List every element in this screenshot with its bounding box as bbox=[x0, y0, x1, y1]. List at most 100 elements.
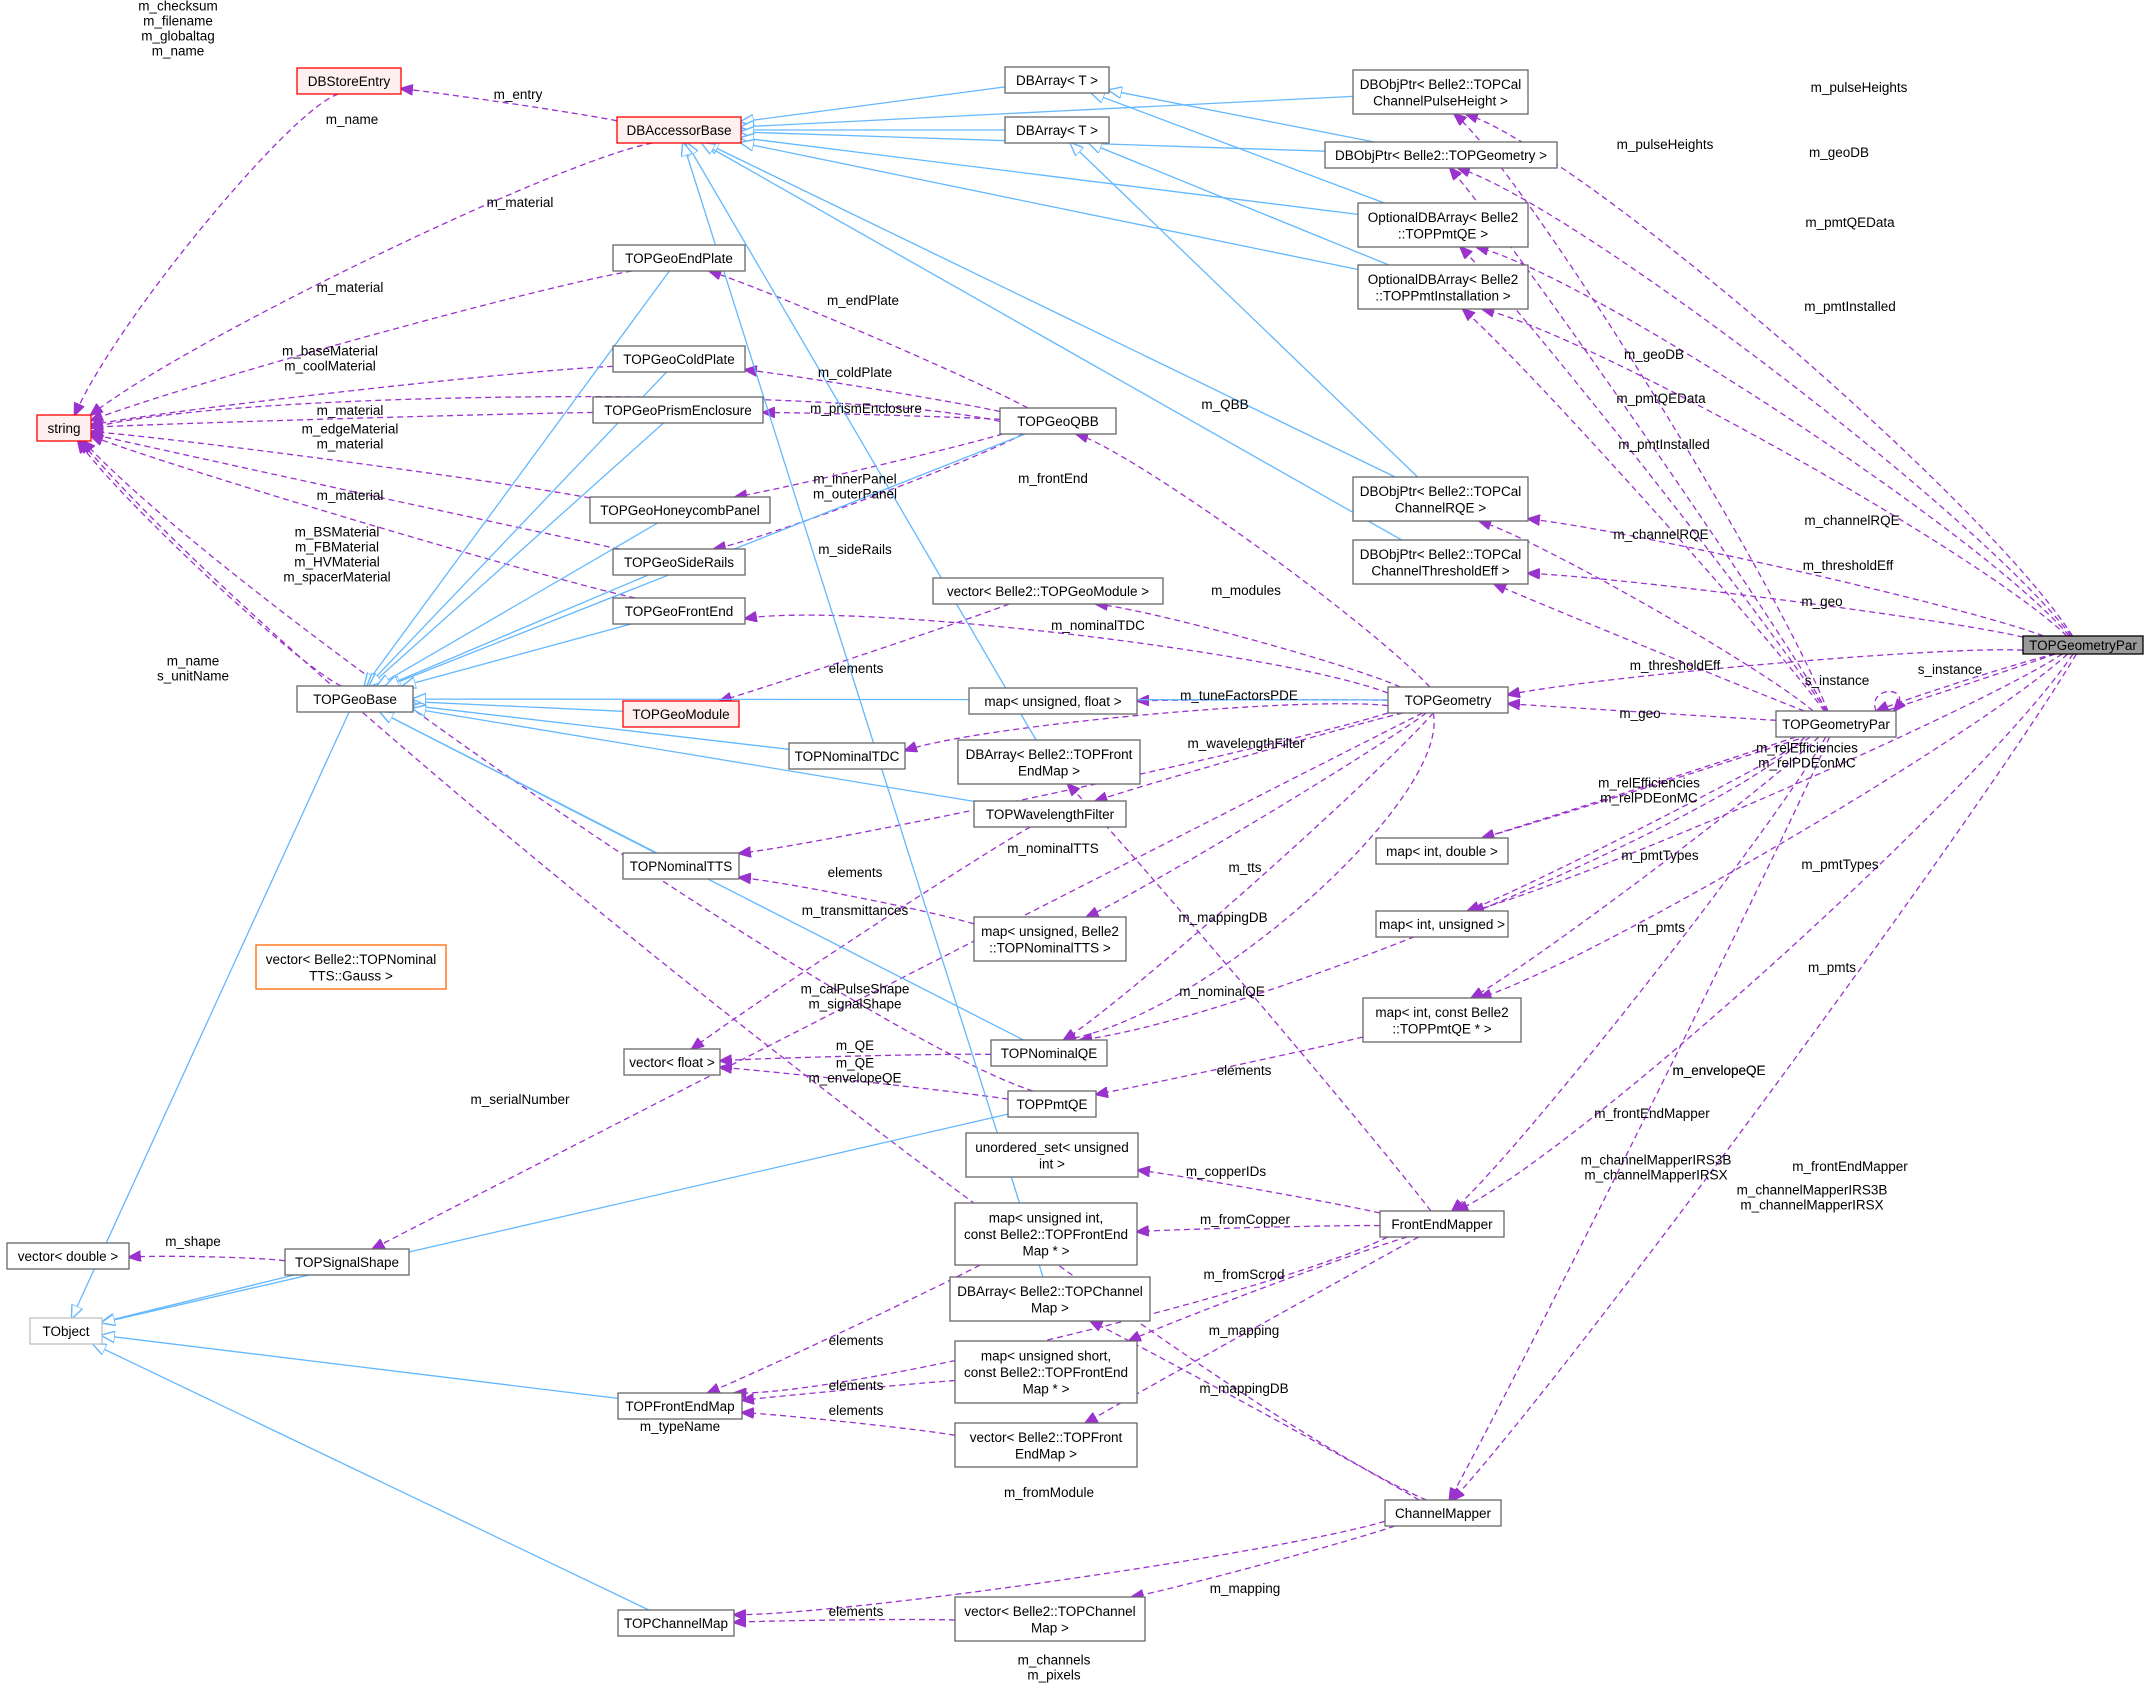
node-label: DBStoreEntry bbox=[308, 74, 391, 89]
edge-label-elements: elements bbox=[829, 1604, 884, 1619]
class-node-vec-channel[interactable]: vector< Belle2::TOPChannelMap > bbox=[954, 1596, 1146, 1642]
class-node-toppmt-qe[interactable]: TOPPmtQE bbox=[1007, 1090, 1097, 1118]
node-box bbox=[592, 396, 764, 424]
usage-edge-topgeometry-par-self-to-topgeometry-par-self bbox=[1874, 691, 1900, 712]
class-node-vec-gauss[interactable]: vector< Belle2::TOPNominalTTS::Gauss > bbox=[255, 944, 447, 990]
usage-edge-toppmt-qe-to-string bbox=[83, 441, 1034, 1092]
class-node-topnominal-qe[interactable]: TOPNominalQE bbox=[990, 1039, 1108, 1067]
edge-label-m-channel-mapper-irsx: m_channelMapperIRSX bbox=[1584, 1168, 1727, 1183]
class-node-pmt-inst-arr[interactable]: OptionalDBArray< Belle2::TOPPmtInstallat… bbox=[1357, 264, 1529, 310]
class-node-topnominal-tdc[interactable]: TOPNominalTDC bbox=[788, 742, 906, 770]
node-box bbox=[1384, 1499, 1502, 1527]
class-node-pmt-qearr[interactable]: OptionalDBArray< Belle2::TOPPmtQE > bbox=[1357, 202, 1529, 248]
class-node-topgeometry-par-self[interactable]: TOPGeometryPar bbox=[1775, 710, 1897, 738]
node-box bbox=[1004, 116, 1110, 144]
node-box bbox=[589, 496, 771, 524]
class-node-map-utts[interactable]: map< unsigned, Belle2::TOPNominalTTS > bbox=[973, 916, 1127, 962]
class-node-topgeo-end-plate[interactable]: TOPGeoEndPlate bbox=[612, 244, 746, 272]
class-node-topgeo-cold-plate[interactable]: TOPGeoColdPlate bbox=[612, 345, 746, 373]
class-node-vec-float[interactable]: vector< float > bbox=[623, 1048, 721, 1076]
node-box bbox=[954, 1340, 1138, 1404]
usage-edge-topwavelength-filter-to-vec-float bbox=[692, 826, 1031, 1049]
class-node-pulse-height-ptr[interactable]: DBObjPtr< Belle2::TOPCalChannelPulseHeig… bbox=[1352, 69, 1529, 115]
node-label: int > bbox=[1039, 1156, 1065, 1171]
class-node-topgeometry[interactable]: TOPGeometry bbox=[1387, 686, 1509, 714]
class-node-vec-double[interactable]: vector< double > bbox=[6, 1242, 130, 1270]
class-node-topgeometry-par[interactable]: TOPGeometryPar bbox=[2022, 635, 2144, 655]
edge-label-m-entry: m_entry bbox=[494, 87, 543, 102]
usage-edge-topgeometry-par-self-to-channel-mapper bbox=[1450, 736, 1831, 1500]
node-box bbox=[623, 1048, 721, 1076]
class-node-thr-eff-ptr[interactable]: DBObjPtr< Belle2::TOPCalChannelThreshold… bbox=[1352, 539, 1529, 585]
class-node-topfront-end-map[interactable]: TOPFrontEndMap bbox=[617, 1392, 743, 1420]
node-label: ::TOPPmtInstallation > bbox=[1375, 288, 1510, 303]
node-box bbox=[973, 800, 1127, 828]
class-node-dbarr-front-end[interactable]: DBArray< Belle2::TOPFrontEndMap > bbox=[957, 739, 1141, 785]
class-node-channel-mapper[interactable]: ChannelMapper bbox=[1384, 1499, 1502, 1527]
edge-label-m-pmt-qedata: m_pmtQEData bbox=[1805, 215, 1895, 230]
class-node-map-ushort-fem[interactable]: map< unsigned short,const Belle2::TOPFro… bbox=[954, 1340, 1138, 1404]
edge-label-elements: elements bbox=[829, 1378, 884, 1393]
edge-label-m-front-end-mapper: m_frontEndMapper bbox=[1792, 1159, 1908, 1174]
class-node-topgeo-side-rails[interactable]: TOPGeoSideRails bbox=[612, 548, 746, 576]
class-node-topgeo-honeycomb-panel[interactable]: TOPGeoHoneycombPanel bbox=[589, 496, 771, 524]
usage-edge-topgeometry-to-topnominal-qe bbox=[1064, 712, 1435, 1040]
class-node-vec-geo-module[interactable]: vector< Belle2::TOPGeoModule > bbox=[932, 577, 1164, 605]
usage-edge-topgeometry-par-to-thr-eff-ptr bbox=[1528, 573, 2024, 638]
class-node-geometry-ptr[interactable]: DBObjPtr< Belle2::TOPGeometry > bbox=[1324, 141, 1558, 169]
class-node-topnominal-tts[interactable]: TOPNominalTTS bbox=[622, 852, 740, 880]
inheritance-edge-thr-eff-ptr-to-dbaccessor-base bbox=[702, 143, 1403, 541]
class-node-topgeo-front-end[interactable]: TOPGeoFrontEnd bbox=[612, 597, 746, 625]
usage-edge-topgeometry-par-self-to-map-int-unsigned bbox=[1468, 736, 1811, 911]
edge-label-m-name: m_name bbox=[326, 112, 379, 127]
class-node-string[interactable]: string bbox=[36, 414, 92, 442]
edge-label-m-side-rails: m_sideRails bbox=[818, 542, 892, 557]
edge-label-m-wavelength-filter: m_wavelengthFilter bbox=[1187, 736, 1305, 751]
class-node-dbarray-t2[interactable]: DBArray< T > bbox=[1004, 116, 1110, 144]
class-node-dbaccessor-base[interactable]: DBAccessorBase bbox=[616, 116, 742, 144]
node-box bbox=[1387, 686, 1509, 714]
edge-label-m-pmt-types: m_pmtTypes bbox=[1801, 857, 1879, 872]
class-node-map-uint-fem[interactable]: map< unsigned int,const Belle2::TOPFront… bbox=[954, 1202, 1138, 1266]
usage-edge-vec-channel-to-topchannel-map bbox=[734, 1620, 956, 1623]
class-node-dbarr-channel[interactable]: DBArray< Belle2::TOPChannelMap > bbox=[949, 1276, 1151, 1322]
class-node-topgeo-qbb[interactable]: TOPGeoQBB bbox=[999, 407, 1117, 435]
node-label: DBArray< T > bbox=[1016, 73, 1098, 88]
node-label: FrontEndMapper bbox=[1391, 1217, 1493, 1232]
edge-label-m-channel-mapper-irs3-b: m_channelMapperIRS3B bbox=[1737, 1183, 1888, 1198]
node-label: TOPNominalQE bbox=[1001, 1046, 1098, 1061]
edge-label-m-pmt-types: m_pmtTypes bbox=[1621, 848, 1699, 863]
class-node-tobject[interactable]: TObject bbox=[29, 1317, 103, 1345]
class-node-vec-front-end[interactable]: vector< Belle2::TOPFrontEndMap > bbox=[954, 1422, 1138, 1468]
class-node-map-int-pmt-qe[interactable]: map< int, const Belle2::TOPPmtQE * > bbox=[1362, 997, 1522, 1043]
class-node-topgeo-prism-enclosure[interactable]: TOPGeoPrismEnclosure bbox=[592, 396, 764, 424]
class-node-dbarray-t1[interactable]: DBArray< T > bbox=[1004, 66, 1110, 94]
node-label: map< int, unsigned > bbox=[1379, 917, 1505, 932]
edge-label-m-from-scrod: m_fromScrod bbox=[1203, 1267, 1284, 1282]
edge-label-m-nominal-tts: m_nominalTTS bbox=[1007, 841, 1099, 856]
class-node-map-int-unsigned[interactable]: map< int, unsigned > bbox=[1375, 910, 1509, 938]
class-node-map-ufloat[interactable]: map< unsigned, float > bbox=[968, 687, 1138, 715]
class-node-topgeo-module[interactable]: TOPGeoModule bbox=[622, 700, 740, 728]
node-label: TOPGeometry bbox=[1405, 693, 1492, 708]
class-node-dbstore-entry[interactable]: DBStoreEntry bbox=[296, 67, 402, 95]
edge-label-elements: elements bbox=[829, 1333, 884, 1348]
usage-edge-topnominal-qe-to-vec-float bbox=[720, 1053, 992, 1061]
usage-edge-topgeometry-par-to-map-int-unsigned bbox=[1472, 653, 2063, 911]
class-node-topsignal-shape[interactable]: TOPSignalShape bbox=[284, 1248, 410, 1276]
node-box bbox=[616, 116, 742, 144]
class-node-topchannel-map[interactable]: TOPChannelMap bbox=[617, 1609, 735, 1637]
node-label: OptionalDBArray< Belle2 bbox=[1368, 210, 1518, 225]
usage-edge-topgeo-qbb-to-string bbox=[91, 396, 1001, 428]
node-label: DBAccessorBase bbox=[626, 123, 731, 138]
usage-edge-topgeometry-par-to-map-int-double bbox=[1483, 653, 2056, 838]
edge-label-m-geo-db: m_geoDB bbox=[1809, 145, 1869, 160]
class-node-map-int-double[interactable]: map< int, double > bbox=[1375, 837, 1509, 865]
class-node-topwavelength-filter[interactable]: TOPWavelengthFilter bbox=[973, 800, 1127, 828]
class-node-topgeo-base[interactable]: TOPGeoBase bbox=[296, 685, 414, 713]
class-node-front-end-mapper[interactable]: FrontEndMapper bbox=[1379, 1210, 1505, 1238]
usage-edge-topgeo-honeycomb-panel-to-string bbox=[91, 432, 591, 499]
node-label: Map * > bbox=[1023, 1382, 1070, 1397]
